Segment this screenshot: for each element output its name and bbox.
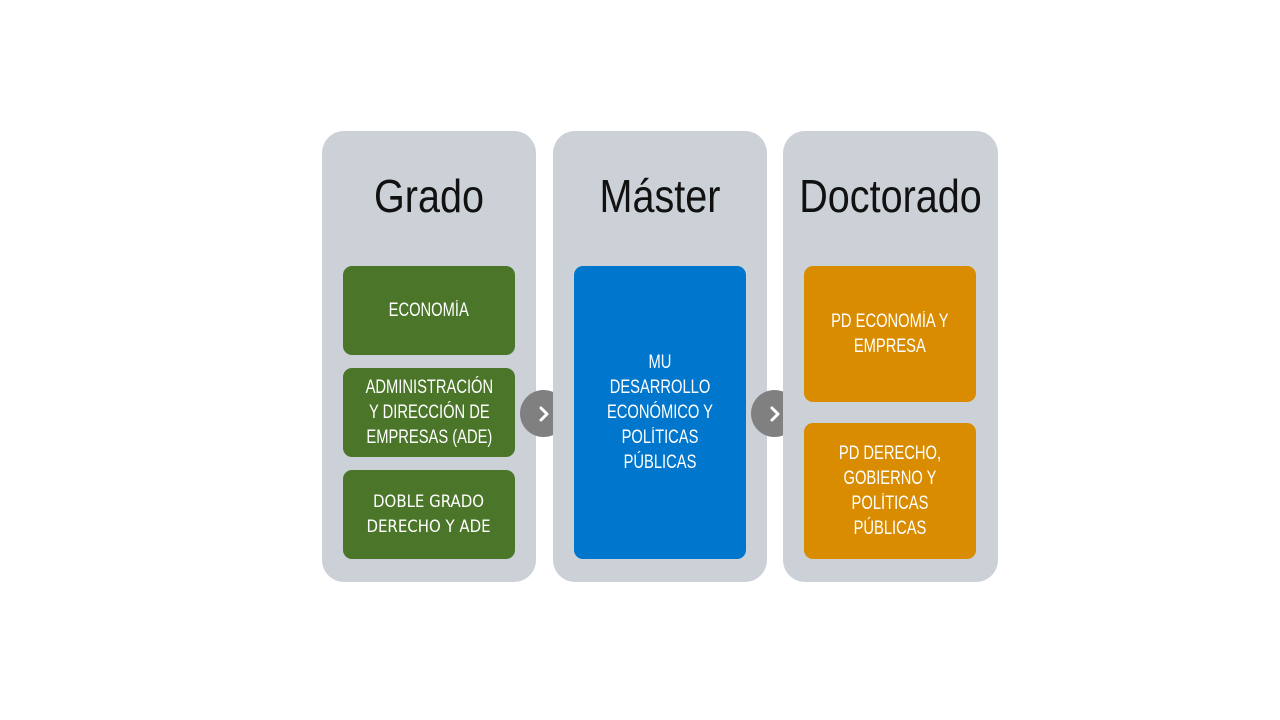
box-pd-derecho: PD DERECHO, GOBIERNO Y POLÍTICAS PÚBLICA… (804, 423, 976, 559)
box-economia: ECONOMÍA (343, 266, 515, 355)
column-grado: Grado ECONOMÍA ADMINISTRACIÓN Y DIRECCIÓ… (322, 131, 536, 582)
box-doble-grado: DOBLE GRADO DERECHO Y ADE (343, 470, 515, 559)
box-pd-economia: PD ECONOMÍA Y EMPRESA (804, 266, 976, 402)
box-pd-derecho-label: PD DERECHO, GOBIERNO Y POLÍTICAS PÚBLICA… (838, 443, 942, 539)
box-ade: ADMINISTRACIÓN Y DIRECCIÓN DE EMPRESAS (… (343, 368, 515, 457)
box-doble-grado-label: DOBLE GRADO DERECHO Y ADE (366, 491, 492, 537)
column-master: Máster MU DESARROLLO ECONÓMICO Y POLÍTIC… (553, 131, 767, 582)
column-title-doctorado: Doctorado (799, 170, 982, 222)
box-mu-desarrollo-label: MU DESARROLLO ECONÓMICO Y POLÍTICAS PÚBL… (606, 352, 713, 473)
box-ade-label: ADMINISTRACIÓN Y DIRECCIÓN DE EMPRESAS (… (365, 377, 493, 448)
box-pd-economia-label: PD ECONOMÍA Y EMPRESA (831, 311, 949, 357)
box-economia-label: ECONOMÍA (388, 300, 470, 321)
column-title-grado: Grado (374, 170, 484, 222)
column-doctorado: Doctorado PD ECONOMÍA Y EMPRESA PD DEREC… (783, 131, 998, 582)
chevron-right-icon (770, 406, 779, 421)
box-mu-desarrollo: MU DESARROLLO ECONÓMICO Y POLÍTICAS PÚBL… (574, 266, 746, 559)
column-title-master: Máster (599, 170, 721, 222)
chevron-right-icon (539, 406, 548, 421)
